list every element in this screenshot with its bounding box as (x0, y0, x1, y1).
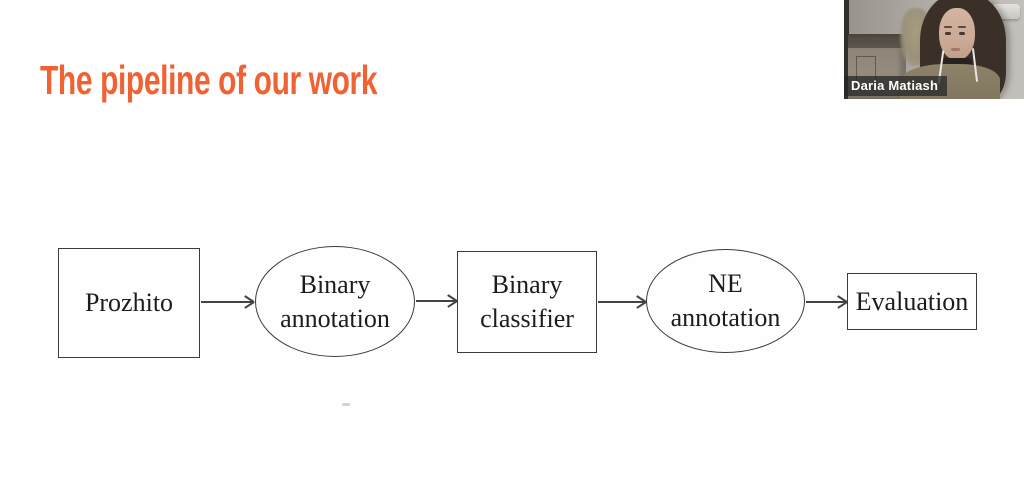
webcam-scene-edge (844, 0, 849, 99)
flow-node-binary-classifier: Binary classifier (457, 251, 597, 353)
video-artifact-dot (342, 403, 350, 406)
flow-node-label: Prozhito (84, 288, 174, 317)
flow-node-binary-annotation: Binary annotation (255, 246, 415, 357)
flow-node-label: Evaluation (855, 286, 969, 316)
flow-arrow-1 (201, 301, 254, 303)
flow-node-prozhito: Prozhito (58, 248, 200, 358)
flow-node-label: Binary annotation (280, 269, 390, 333)
participant-eye (945, 32, 951, 35)
flow-arrow-2 (416, 300, 457, 302)
flow-node-label: NE annotation (670, 269, 781, 332)
participant-eye (959, 32, 965, 35)
participant-eyebrow (944, 26, 952, 28)
participant-eyebrow (958, 26, 966, 28)
flow-node-ne-annotation: NE annotation (646, 249, 805, 353)
webcam-thumbnail[interactable]: Daria Matiash (844, 0, 1024, 99)
flow-arrow-4 (806, 301, 847, 303)
participant-mouth (951, 48, 960, 51)
flow-node-label: Binary classifier (480, 270, 574, 333)
flow-node-evaluation: Evaluation (847, 273, 977, 330)
slide-title: The pipeline of our work (40, 57, 378, 103)
participant-name-tag: Daria Matiash (844, 76, 948, 96)
participant-choker (942, 58, 972, 69)
flow-arrow-3 (598, 301, 646, 303)
